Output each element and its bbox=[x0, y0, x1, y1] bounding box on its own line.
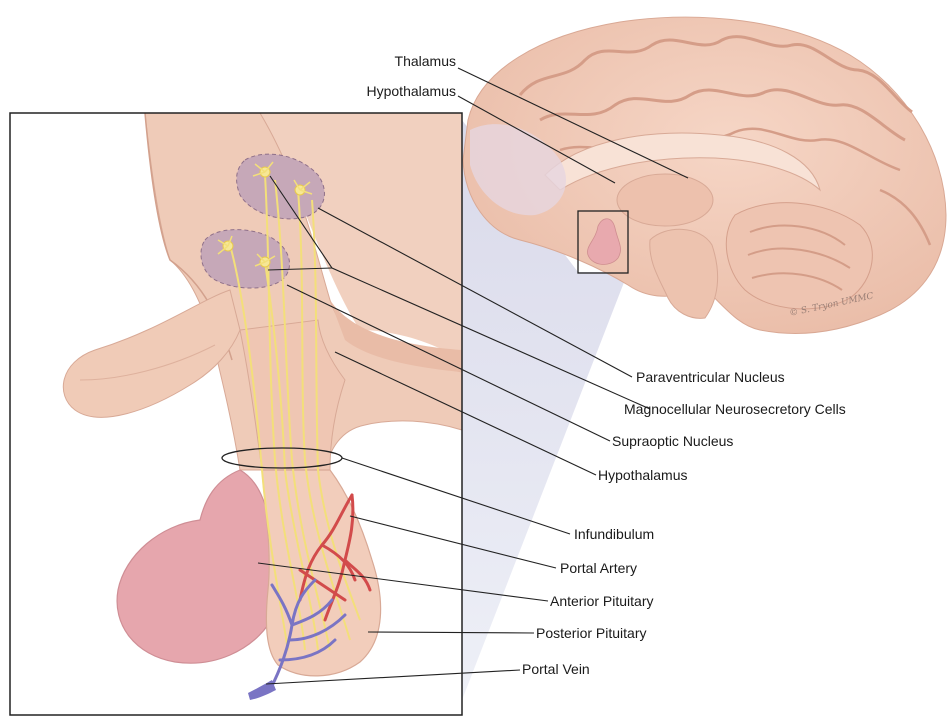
label-posterior-pituitary: Posterior Pituitary bbox=[536, 625, 646, 641]
label-portal-vein: Portal Vein bbox=[522, 661, 590, 677]
label-hypothalamus-top: Hypothalamus bbox=[367, 83, 457, 99]
label-paraventricular-nucleus: Paraventricular Nucleus bbox=[636, 369, 785, 385]
label-infundibulum: Infundibulum bbox=[574, 526, 654, 542]
label-supraoptic-nucleus: Supraoptic Nucleus bbox=[612, 433, 733, 449]
label-magnocellular-cells: Magnocellular Neurosecretory Cells bbox=[624, 401, 846, 417]
inset-panel bbox=[10, 113, 462, 715]
label-thalamus: Thalamus bbox=[395, 53, 456, 69]
label-anterior-pituitary: Anterior Pituitary bbox=[550, 593, 653, 609]
label-portal-artery: Portal Artery bbox=[560, 560, 637, 576]
label-hypothalamus: Hypothalamus bbox=[598, 467, 688, 483]
